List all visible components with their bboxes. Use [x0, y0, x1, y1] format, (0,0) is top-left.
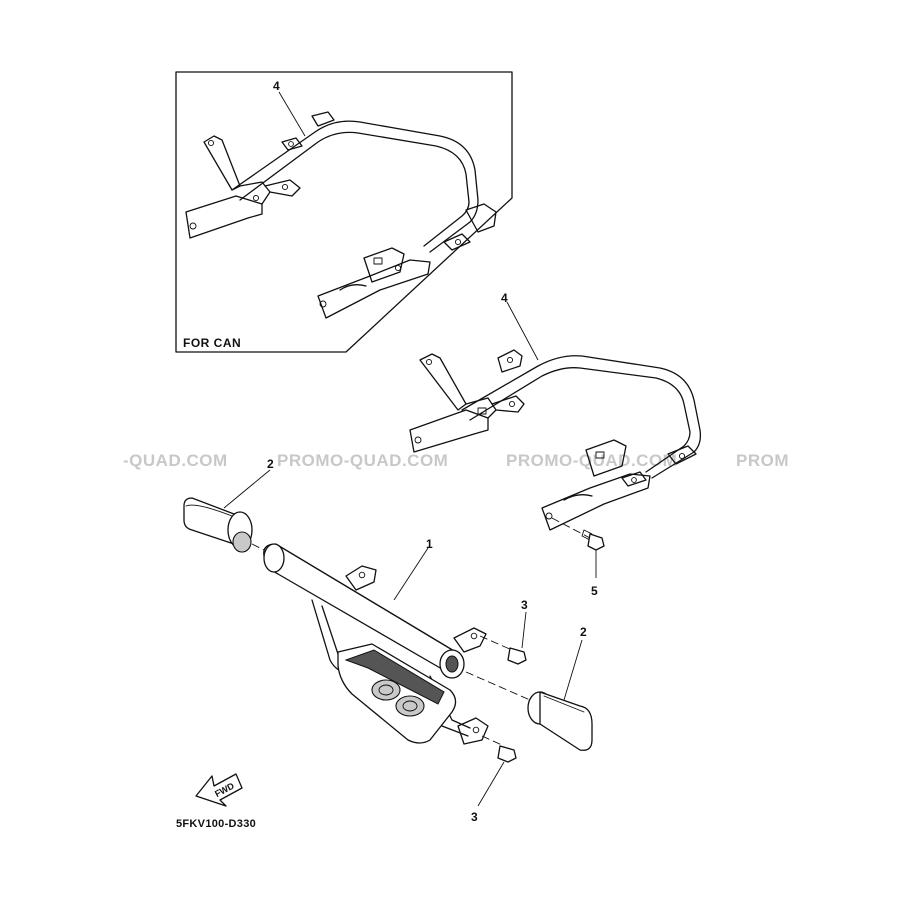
diagram-code: 5FKV100-D330 [176, 818, 256, 830]
callout-4: 4 [501, 291, 508, 305]
callout-2-left-leader [223, 469, 271, 509]
main-callout-4-leader [506, 301, 539, 361]
watermark-segment-2: PROMO-QUAD.COM [277, 451, 448, 470]
callout-1: 1 [426, 537, 433, 551]
inset-callout-4: 4 [273, 79, 280, 93]
watermark-segment-1: -QUAD.COM [123, 451, 228, 470]
front-bumper-part-1 [263, 543, 489, 745]
inset-callout-leader [278, 91, 306, 137]
inset-border [175, 71, 513, 353]
callout-3-upper: 3 [521, 598, 528, 612]
callout-5: 5 [591, 584, 598, 598]
bolt-part-5 [551, 517, 605, 578]
assembly-line-right [465, 671, 531, 701]
bolt-part-3-upper [479, 611, 527, 665]
callout-3-lower: 3 [471, 810, 478, 824]
callout-2-right-leader [563, 639, 583, 701]
watermark: -QUAD.COM PROMO-QUAD.COM PROMO-QUAD.COM … [123, 451, 789, 470]
watermark-segment-4: PROM [736, 451, 789, 470]
callout-2-right: 2 [580, 625, 587, 639]
inset-box: FOR CAN [175, 71, 513, 353]
inset-rear-rack [185, 111, 497, 319]
bumper-end-cap-right [527, 691, 593, 751]
rear-rack [409, 349, 702, 531]
forward-arrow-icon: FWD [195, 773, 243, 807]
callout-1-leader [393, 547, 429, 601]
inset-title: FOR CAN [183, 336, 241, 350]
bolt-part-3-lower [477, 735, 517, 807]
callout-2-left: 2 [267, 457, 274, 471]
watermark-segment-3: PROMO-QUAD.COM [506, 451, 677, 470]
